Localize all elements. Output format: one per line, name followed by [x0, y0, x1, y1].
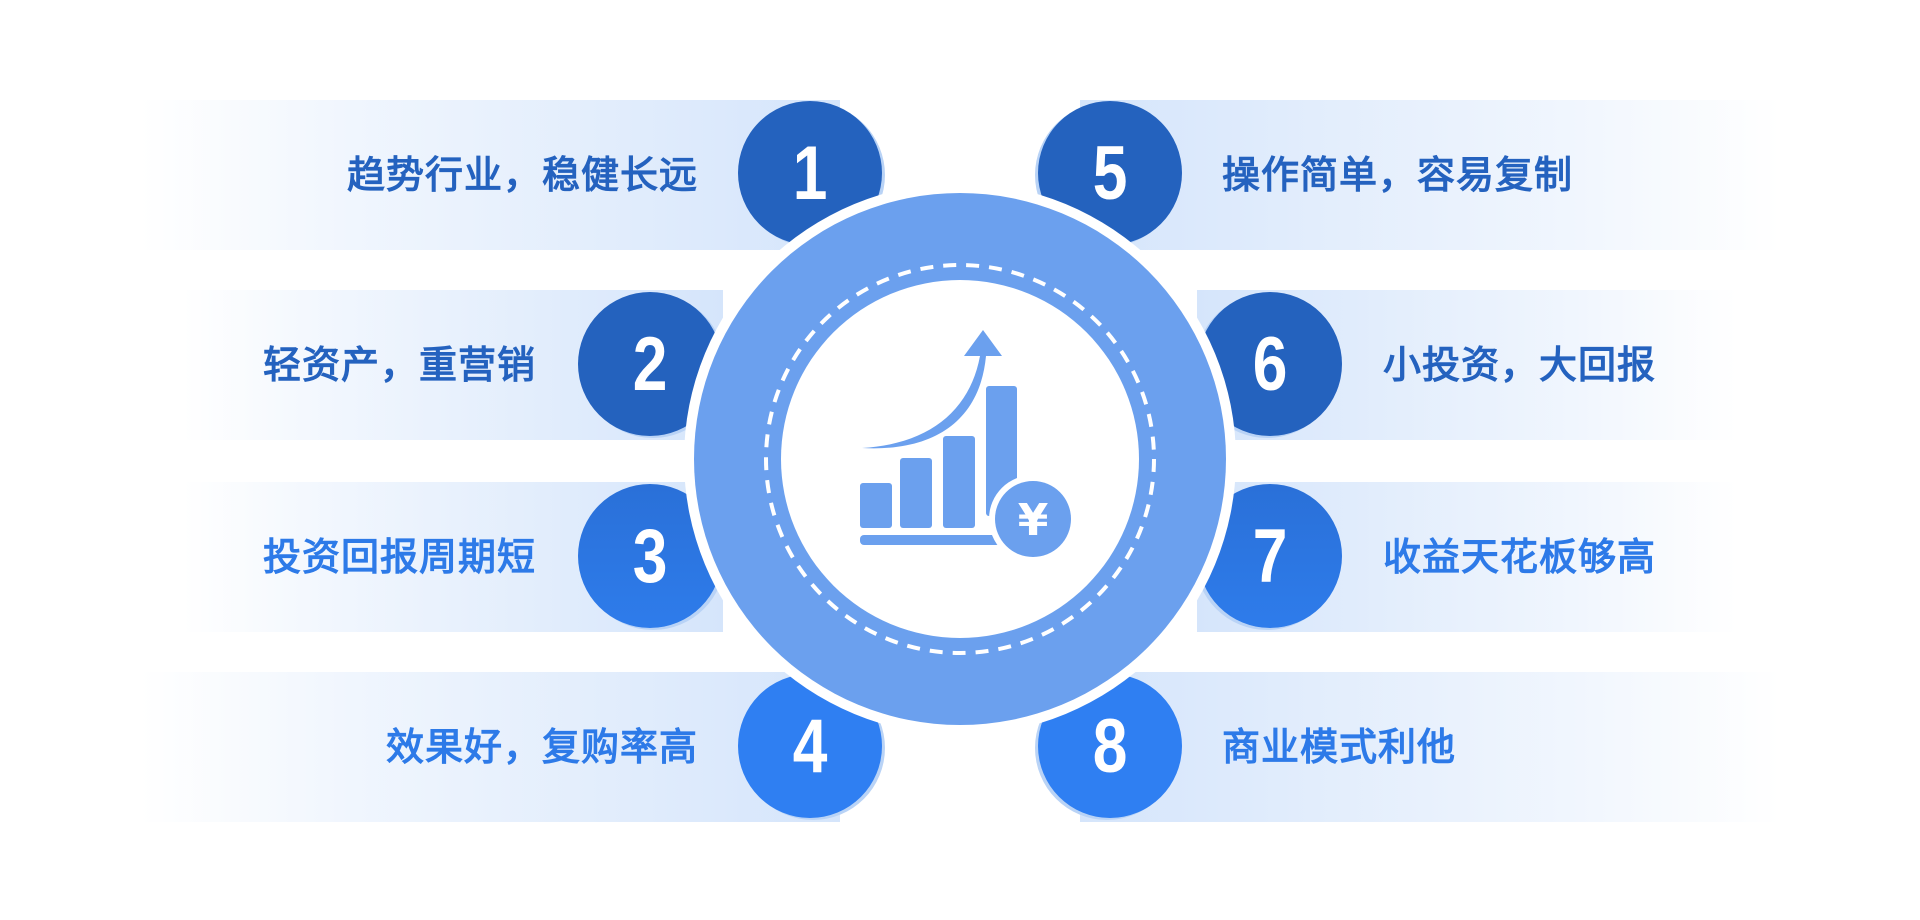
item-label-4: 效果好，复购率高	[385, 725, 698, 769]
number-8: 8	[1092, 703, 1128, 789]
item-label-2: 轻资产，重营销	[262, 343, 536, 387]
number-5: 5	[1092, 130, 1128, 216]
item-band-5	[1080, 100, 1780, 250]
dashed-ring	[764, 263, 1156, 655]
number-6: 6	[1252, 321, 1288, 407]
item-label-1: 趋势行业，稳健长远	[346, 153, 698, 197]
number-2: 2	[632, 321, 668, 407]
item-band-1	[140, 100, 840, 250]
number-badge-3: 3	[578, 484, 722, 628]
item-label-7: 收益天花板够高	[1383, 535, 1657, 579]
number-7: 7	[1252, 513, 1288, 599]
number-badge-8: 8	[1038, 674, 1182, 818]
number-4: 4	[792, 703, 828, 789]
bar-chart-growth-yen-icon	[860, 330, 1077, 563]
item-label-8: 商业模式利他	[1222, 725, 1457, 769]
item-label-6: 小投资，大回报	[1383, 343, 1657, 387]
number-3: 3	[632, 513, 668, 599]
number-1: 1	[792, 130, 828, 216]
item-label-5: 操作简单，容易复制	[1222, 153, 1574, 197]
item-band-4	[140, 672, 840, 822]
yen-symbol: ¥	[1018, 495, 1049, 546]
item-label-3: 投资回报周期短	[262, 535, 536, 579]
item-band-8	[1080, 672, 1780, 822]
